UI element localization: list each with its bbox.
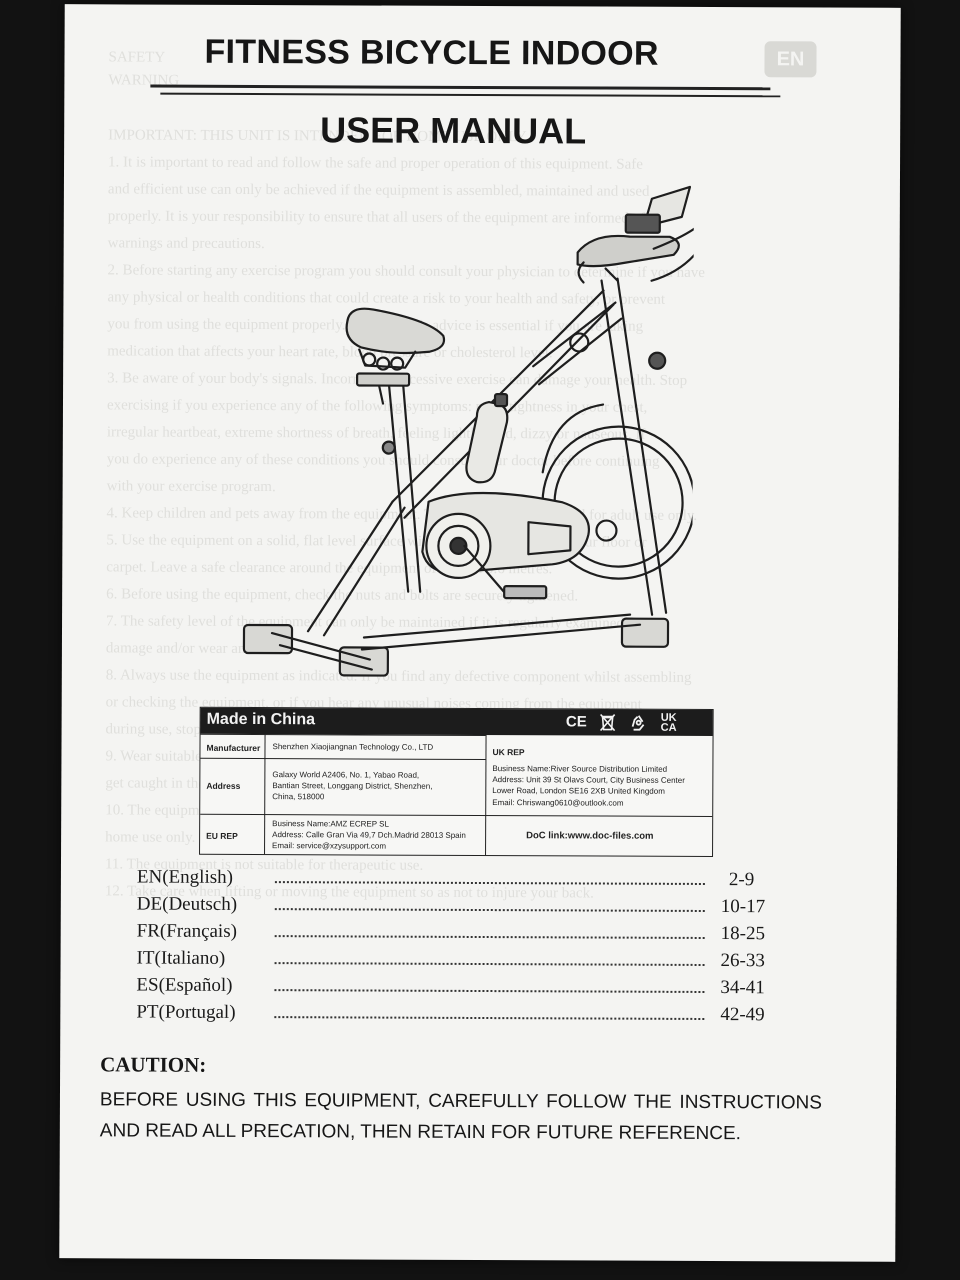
language-index: EN(English) 2-9 DE(Deutsch) 10-17 FR(Fra… (136, 867, 777, 1032)
bike-seat (345, 307, 446, 455)
toc-pages: 34-41 (720, 977, 765, 999)
toc-leader (274, 929, 705, 939)
manual-subtitle: USER MANUAL (320, 109, 587, 152)
manufacturer-value: Shenzhen Xiaojiangnan Technology Co., LT… (272, 742, 434, 752)
certification-box: Made in China CE UK CA Manufacturer Shen… (199, 706, 714, 858)
uk-rep-block: UK REP Business Name:River Source Distri… (492, 739, 708, 816)
cert-row-address: Address Galaxy World A2406, No. 1, Yabao… (200, 757, 486, 817)
toc-leader (274, 1010, 705, 1020)
toc-entry: EN(English) 2-9 (137, 867, 777, 897)
eu-rep-line: Email: service@xzysupport.com (272, 841, 387, 851)
ukca-mark-icon: UK CA (660, 712, 677, 734)
toc-leader (274, 902, 705, 912)
doc-link: DoC link:www.doc-files.com (526, 830, 654, 842)
uk-rep-line: Lower Road, London SE16 2XB United Kingd… (492, 786, 665, 796)
eu-rep-label: EU REP (206, 830, 238, 841)
toc-entry: FR(Français) 18-25 (137, 921, 777, 951)
cert-icons: CE UK CA (565, 711, 677, 734)
bike-handlebar (569, 185, 695, 370)
made-in-label: Made in China (206, 710, 316, 729)
manual-title: FITNESS BICYCLE INDOOR (204, 32, 659, 73)
ce-mark-icon: CE (565, 713, 587, 731)
toc-language: DE(Deutsch) (136, 893, 238, 915)
toc-entry: IT(Italiano) 26-33 (137, 948, 777, 978)
bike-illustration (242, 185, 695, 677)
toc-leader (274, 983, 705, 993)
toc-pages: 2-9 (728, 869, 755, 891)
uk-rep-line: Email: Chriswang0610@outlook.com (492, 798, 624, 808)
toc-pages: 26-33 (720, 950, 765, 972)
toc-entry: DE(Deutsch) 10-17 (137, 894, 777, 924)
uk-rep-label: UK REP (492, 747, 525, 758)
caution-title: CAUTION: (100, 1052, 207, 1077)
toc-language: ES(Español) (136, 974, 233, 996)
manual-page: SAFETY WARNING IMPORTANT: THIS UNIT IS I… (59, 4, 901, 1262)
cert-row-eu-rep: EU REP Business Name:AMZ ECREP SL Addres… (200, 813, 713, 858)
bike-bottle (465, 392, 509, 484)
manufacturer-label: Manufacturer (206, 742, 261, 754)
toc-language: EN(English) (136, 866, 234, 888)
cert-header: Made in China CE UK CA (200, 707, 713, 737)
caution-text: BEFORE USING THIS EQUIPMENT, CAREFULLY F… (99, 1089, 822, 1145)
recycle-icon (631, 715, 645, 731)
weee-bin-icon (600, 714, 616, 732)
address-line: China, 518000 (272, 792, 325, 802)
ukca-bottom: CA (660, 721, 677, 734)
toc-leader (274, 956, 705, 966)
toc-pages: 42-49 (720, 1004, 765, 1026)
toc-language: FR(Français) (136, 920, 238, 942)
toc-entry: PT(Portugal) 42-49 (136, 1002, 776, 1032)
toc-language: IT(Italiano) (136, 947, 226, 969)
address-label: Address (206, 780, 241, 791)
toc-pages: 10-17 (720, 896, 766, 918)
toc-language: PT(Portugal) (136, 1001, 236, 1023)
toc-entry: ES(Español) 34-41 (136, 975, 776, 1005)
language-badge: EN (764, 41, 817, 78)
bike-base (242, 613, 670, 677)
bike-crank (421, 491, 618, 600)
toc-leader (274, 875, 705, 885)
cert-row-manufacturer: Manufacturer Shenzhen Xiaojiangnan Techn… (200, 733, 486, 761)
toc-pages: 18-25 (720, 923, 766, 945)
